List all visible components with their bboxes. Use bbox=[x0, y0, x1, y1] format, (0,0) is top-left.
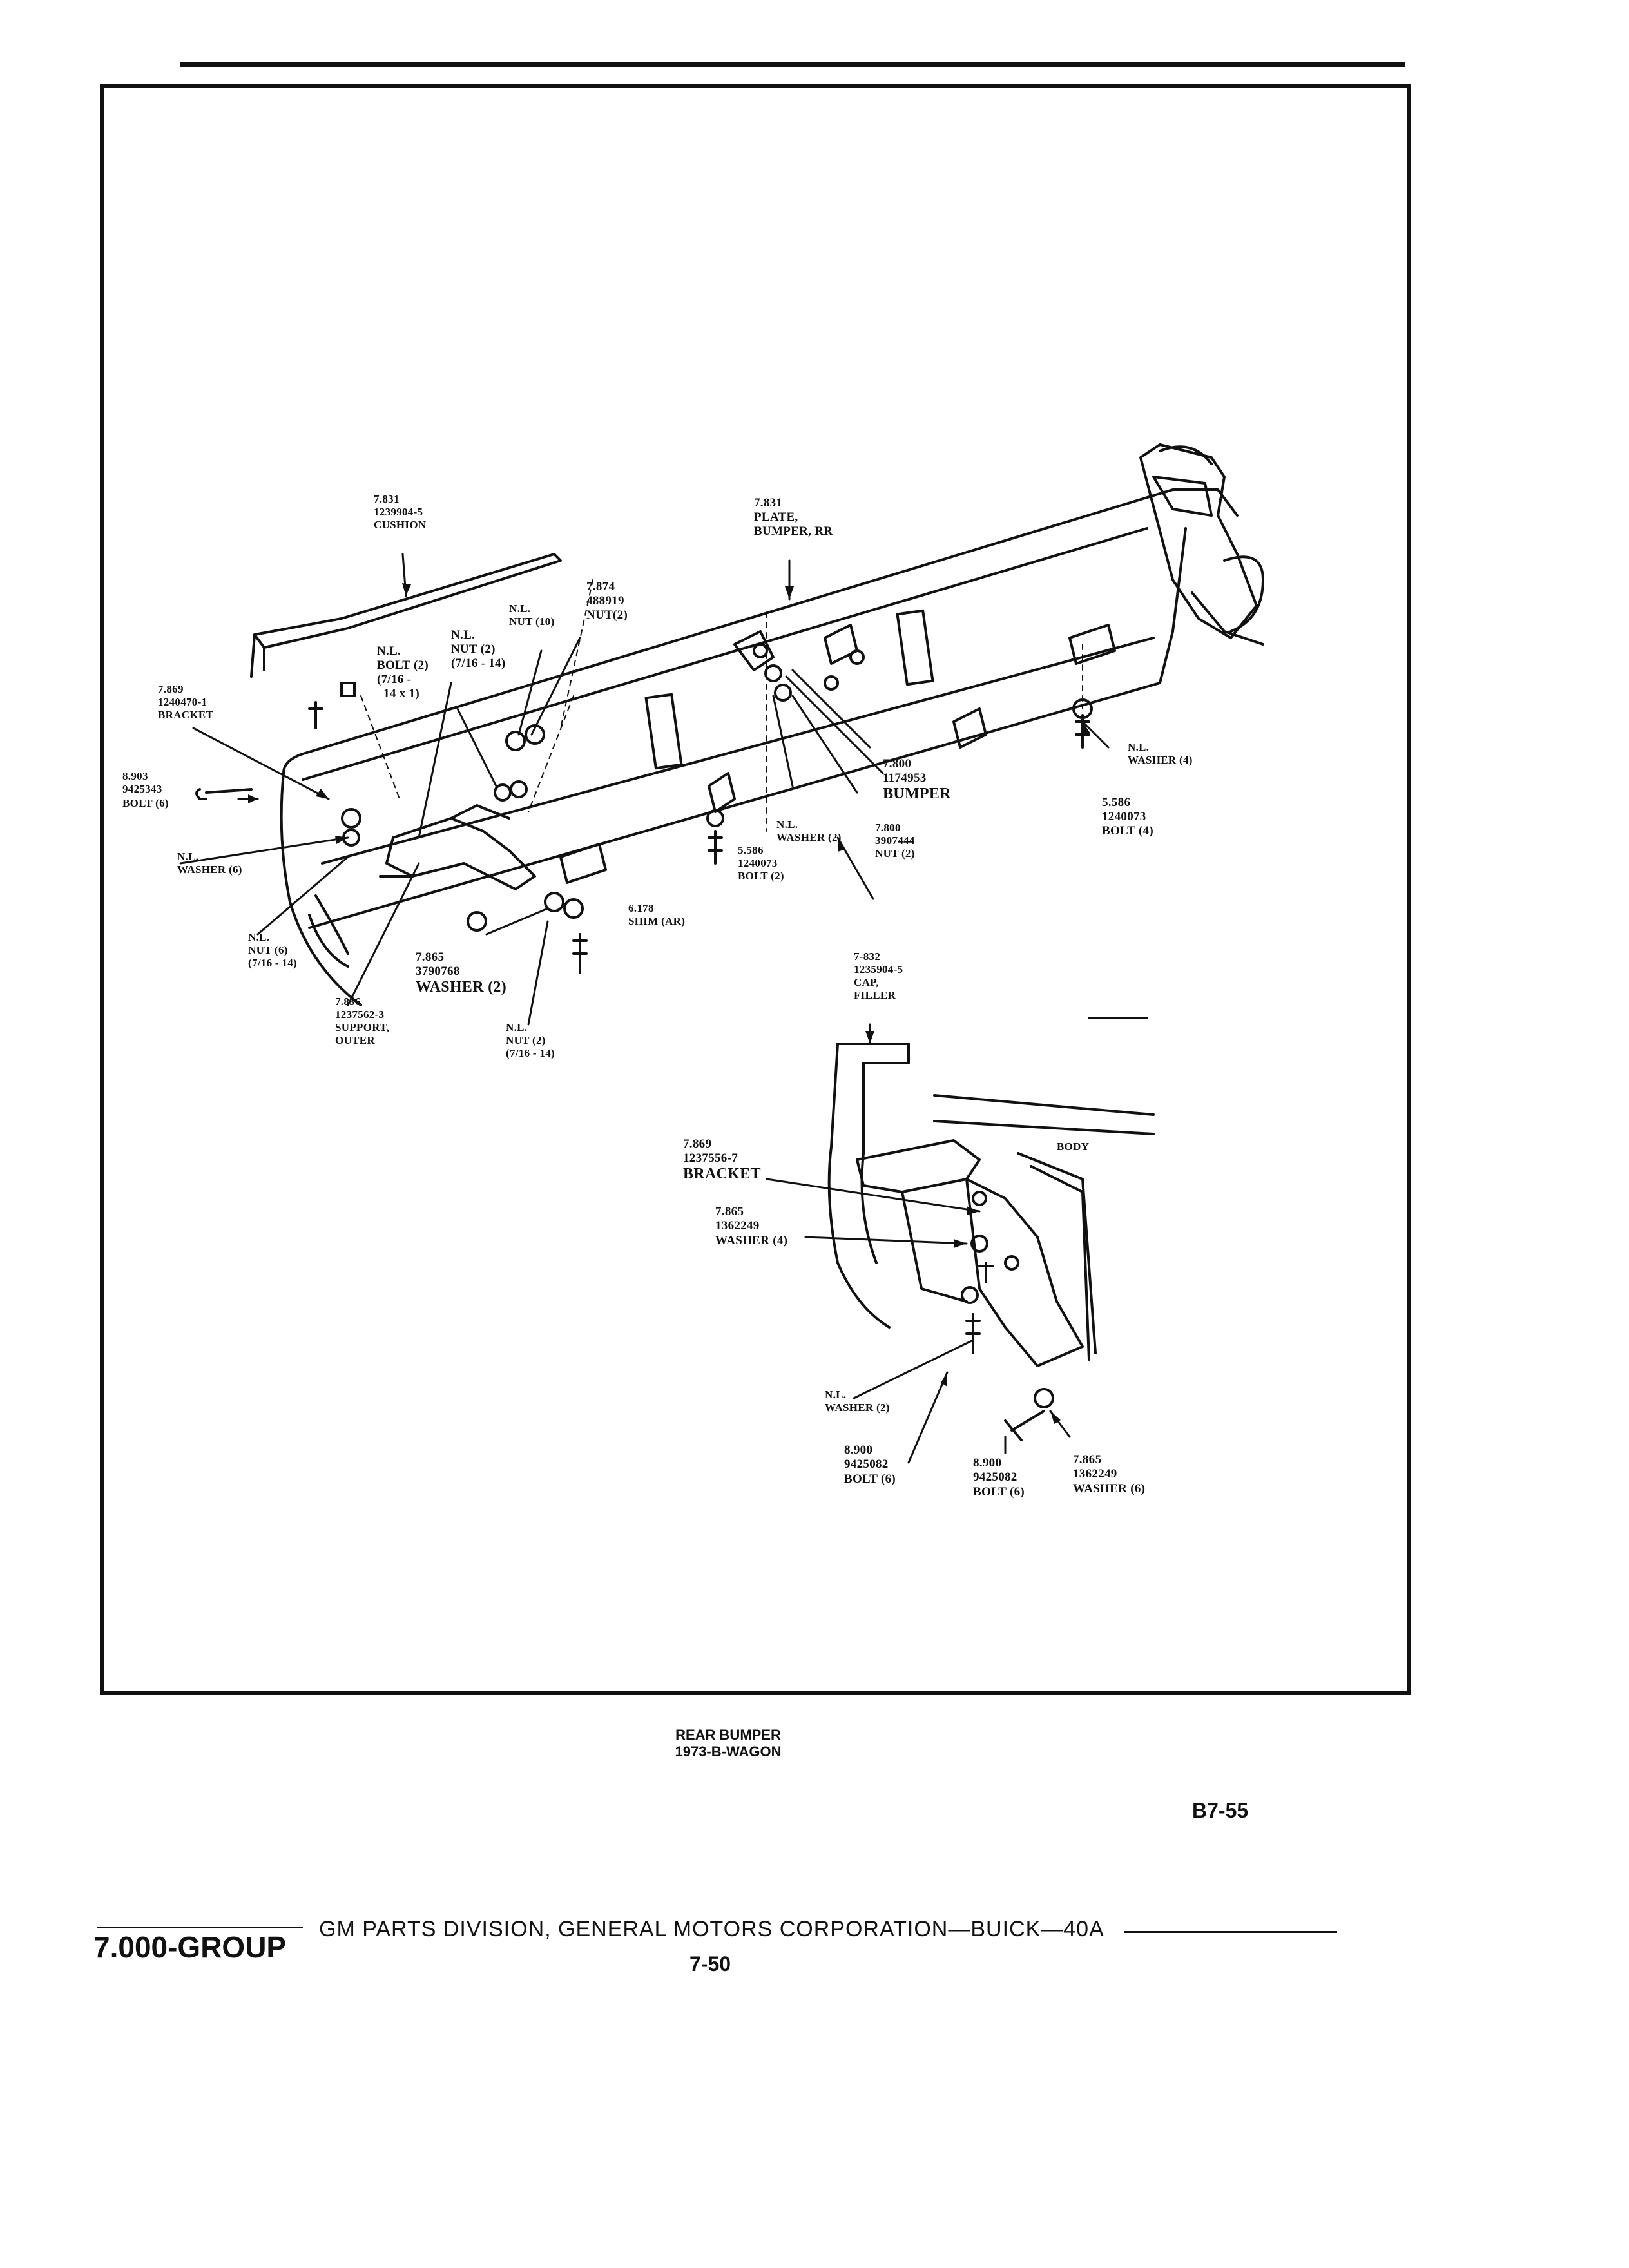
label-bracket: BRACKET bbox=[683, 1166, 761, 1182]
label-bolt-9425082-b: 8.900 9425082 bbox=[973, 1456, 1017, 1484]
arrowheads bbox=[248, 583, 1090, 1424]
group-label: 7.000-GROUP bbox=[93, 1930, 287, 1964]
mounting-brackets bbox=[559, 624, 1116, 884]
label-washer-3790768: 7.865 3790768 bbox=[416, 950, 460, 978]
label-nut-10: N.L. NUT (10) bbox=[509, 602, 555, 628]
label-bolt-6: BOLT (6) bbox=[122, 797, 169, 809]
nuts-washers bbox=[341, 643, 1093, 932]
label-bumper: BUMPER bbox=[883, 785, 951, 802]
label-washer-4: N.L. WASHER (4) bbox=[1128, 741, 1193, 766]
label-nut-2: N.L. NUT (2) (7/16 - 14) bbox=[451, 628, 506, 670]
label-washer-3790768-qty: WASHER (2) bbox=[416, 979, 507, 995]
footer-rule-left bbox=[97, 1927, 303, 1928]
bumper-slots bbox=[644, 609, 934, 770]
label-cap-filler: 7-832 1235904-5 CAP, FILLER bbox=[854, 950, 903, 1001]
label-bolt-1240073-2: 5.586 1240073 BOLT (2) bbox=[738, 844, 784, 882]
right-end-bracket bbox=[1139, 443, 1264, 639]
label-bolt-6-b: BOLT (6) bbox=[973, 1485, 1025, 1499]
diagram-caption: REAR BUMPER 1973-B-WAGON bbox=[675, 1727, 782, 1760]
page-number: 7-50 bbox=[689, 1952, 731, 1975]
page-ref: B7-55 bbox=[1192, 1799, 1249, 1822]
cushion-strip bbox=[250, 553, 562, 678]
label-bracket-num: 7.869 1237556-7 bbox=[683, 1137, 738, 1165]
label-shim: 6.178 SHIM (AR) bbox=[628, 902, 686, 927]
bumper-bar bbox=[280, 488, 1264, 1006]
outer-support bbox=[308, 804, 536, 968]
label-bumper-num: 7.800 1174953 bbox=[883, 757, 927, 785]
label-bolt-9425343: 8.903 9425343 bbox=[122, 770, 162, 795]
label-washer-2-inset: N.L. WASHER (2) bbox=[825, 1389, 890, 1414]
label-washer-6: N.L. WASHER (6) bbox=[177, 850, 242, 876]
label-washer-1362249-b: 7.865 1362249 bbox=[1073, 1453, 1117, 1481]
label-nut-3907444: 7.800 3907444 NUT (2) bbox=[875, 822, 915, 860]
footer-rule-right bbox=[1124, 1931, 1337, 1933]
label-nut-2-bottom: N.L. NUT (2) (7/16 - 14) bbox=[506, 1021, 555, 1059]
top-rule bbox=[180, 62, 1405, 67]
division-line: GM PARTS DIVISION, GENERAL MOTORS CORPOR… bbox=[319, 1917, 1104, 1941]
label-washer-4-inset: WASHER (4) bbox=[715, 1234, 788, 1247]
leader-lines bbox=[179, 553, 1148, 1464]
label-bolt-2: N.L. BOLT (2) (7/16 - 14 x 1) bbox=[377, 644, 429, 700]
label-nut-6: N.L. NUT (6) (7/16 - 14) bbox=[248, 931, 298, 969]
label-washer-1362249: 7.865 1362249 bbox=[715, 1205, 760, 1233]
label-nut-488919: 7.874 488919 NUT(2) bbox=[586, 580, 628, 622]
label-support-outer: 7.836 1237562-3 SUPPORT, OUTER bbox=[335, 995, 390, 1046]
label-bolt-1240073-4: 5.586 1240073 BOLT (4) bbox=[1102, 796, 1154, 838]
inset-assembly bbox=[827, 1043, 1155, 1441]
label-cushion: 7.831 1239904-5 CUSHION bbox=[374, 493, 427, 531]
label-washer-6-b: WASHER (6) bbox=[1073, 1482, 1146, 1495]
label-washer-2: N.L. WASHER (2) bbox=[776, 818, 842, 843]
diagram-frame bbox=[100, 84, 1411, 1695]
label-plate: 7.831 PLATE, BUMPER, RR bbox=[754, 496, 833, 538]
label-body: BODY bbox=[1057, 1140, 1090, 1153]
label-bracket-1240470: 7.869 1240470-1 BRACKET bbox=[158, 683, 214, 721]
label-bolt-6-a: BOLT (6) bbox=[844, 1472, 896, 1486]
label-bolt-9425082-a: 8.900 9425082 bbox=[844, 1443, 889, 1471]
